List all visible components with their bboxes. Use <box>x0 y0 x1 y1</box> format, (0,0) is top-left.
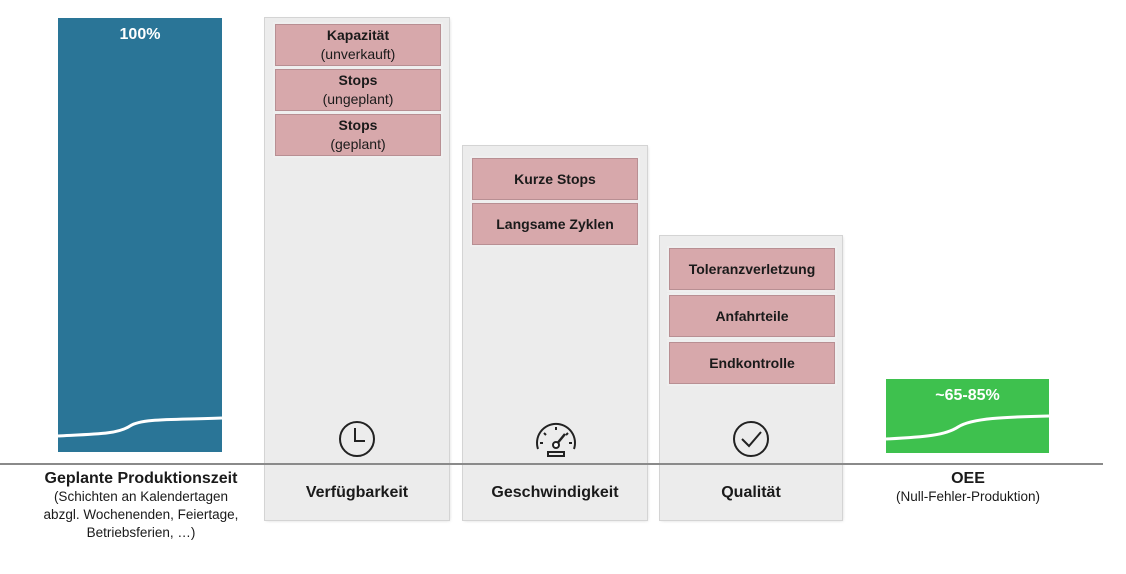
loss-label: Langsame Zyklen <box>496 215 614 232</box>
loss-label: Kapazität <box>326 27 390 43</box>
loss-sublabel: (unverkauft) <box>320 46 396 62</box>
availability-title: Verfügbarkeit <box>305 484 409 501</box>
planned-production-subtitle-line: abzgl. Wochenenden, Feiertage, <box>43 507 239 522</box>
speed-title: Geschwindigkeit <box>491 484 619 501</box>
loss-box-unplanned-stops: Stops (ungeplant) <box>275 69 441 111</box>
oee-title: OEE <box>951 470 985 487</box>
loss-label: Anfahrteile <box>715 307 789 324</box>
planned-production-subtitle-line: Betriebsferien, …) <box>86 525 196 540</box>
planned-production-title-block: Geplante Produktionszeit (Schichten an K… <box>10 470 272 542</box>
loss-box-planned-stops: Stops (geplant) <box>275 114 441 156</box>
speedometer-icon <box>536 422 576 457</box>
loss-label: Stops <box>338 72 378 88</box>
checkmark-circle-icon <box>733 421 769 457</box>
loss-box-tolerance: Toleranzverletzung <box>669 248 835 290</box>
planned-production-title: Geplante Produktionszeit <box>44 470 238 487</box>
baseline <box>0 463 1103 465</box>
loss-sublabel: (ungeplant) <box>322 91 394 107</box>
loss-label: Kurze Stops <box>514 170 596 187</box>
oee-subtitle: (Null-Fehler-Produktion) <box>895 489 1041 504</box>
loss-box-final-inspection: Endkontrolle <box>669 342 835 384</box>
loss-sublabel: (geplant) <box>330 136 386 152</box>
oee-title-block: OEE (Null-Fehler-Produktion) <box>868 470 1068 506</box>
loss-box-short-stops: Kurze Stops <box>472 158 638 200</box>
planned-production-percent: 100% <box>119 26 161 43</box>
loss-label: Toleranzverletzung <box>688 260 816 277</box>
oee-bar: ~65-85% <box>886 379 1049 453</box>
loss-box-capacity: Kapazität (unverkauft) <box>275 24 441 66</box>
planned-production-subtitle-line: (Schichten an Kalendertagen <box>53 489 229 504</box>
clock-icon <box>339 421 375 457</box>
loss-box-startup-parts: Anfahrteile <box>669 295 835 337</box>
wave-decoration <box>58 416 222 438</box>
planned-production-bar: 100% <box>58 18 222 452</box>
quality-title: Qualität <box>721 484 781 501</box>
oee-percent: ~65-85% <box>935 387 1000 404</box>
loss-label: Stops <box>338 117 378 133</box>
loss-box-slow-cycles: Langsame Zyklen <box>472 203 638 245</box>
wave-decoration <box>886 414 1049 441</box>
loss-label: Endkontrolle <box>709 354 795 371</box>
